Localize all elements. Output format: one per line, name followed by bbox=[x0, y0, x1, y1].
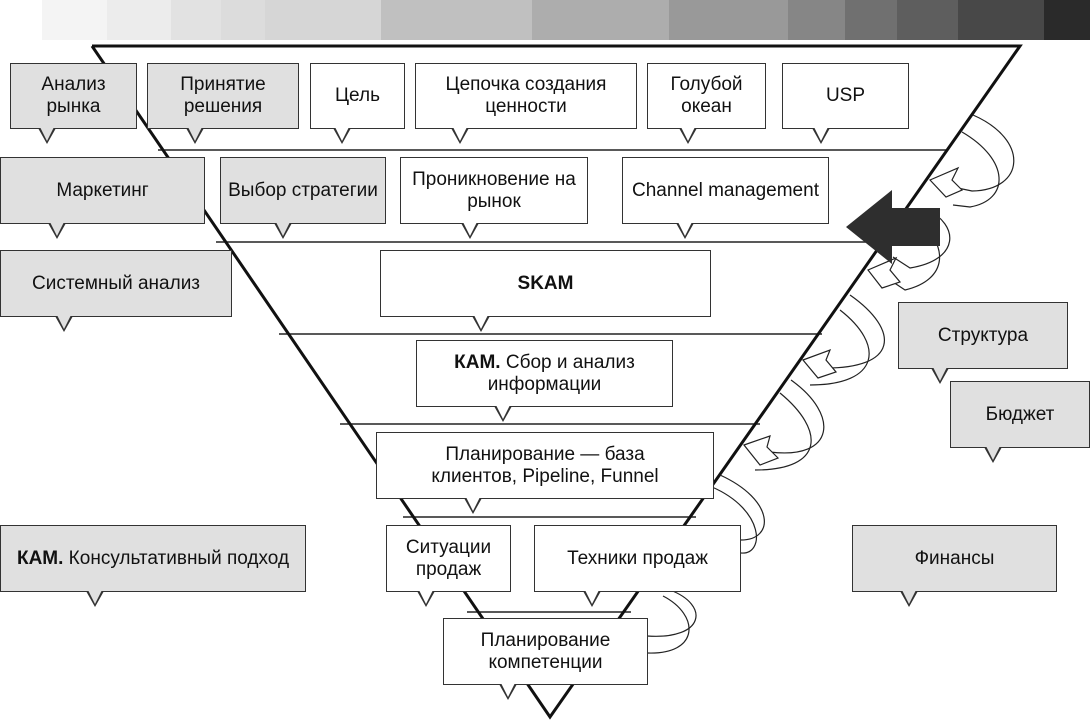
box-label: Проникновение на рынок bbox=[412, 168, 576, 212]
box-label: USP bbox=[825, 85, 866, 106]
box-tsel: Цель bbox=[310, 63, 405, 129]
box-label: Принятие решения bbox=[180, 74, 266, 117]
gray-swatch bbox=[42, 0, 107, 40]
box-label: Планирование — база клиентов, Pipeline, … bbox=[431, 443, 659, 487]
box-situatsii-prodazh: Ситуации продаж bbox=[386, 525, 511, 592]
box-label: Маркетинг bbox=[56, 179, 149, 201]
level-separators bbox=[158, 149, 948, 613]
box-label: Channel management bbox=[632, 179, 819, 201]
funnel-outline bbox=[90, 44, 1023, 720]
box-label: Бюджет bbox=[985, 403, 1055, 425]
gray-swatch bbox=[845, 0, 897, 40]
arrowhead-icon bbox=[801, 348, 838, 379]
box-tekhniki-prodazh: Техники продаж bbox=[534, 525, 741, 592]
gray-swatch bbox=[669, 0, 788, 40]
box-sistemny-analiz: Системный анализ bbox=[0, 250, 232, 317]
box-label: КАМ. Консультативный подход bbox=[17, 548, 289, 570]
box-label: SKAM bbox=[517, 272, 574, 294]
box-struktura: Структура bbox=[898, 302, 1068, 369]
loop-arrow bbox=[754, 392, 812, 471]
kam-prefix: КАМ. bbox=[16, 547, 64, 569]
loop-arrow bbox=[819, 294, 885, 369]
box-label: Ситуации продаж bbox=[405, 536, 492, 580]
box-label: Структура bbox=[937, 324, 1029, 346]
box-skam: SKAM bbox=[380, 250, 711, 317]
box-tsepochka: Цепочка создания ценности bbox=[415, 63, 637, 129]
box-label: Выбор стратегии bbox=[228, 179, 378, 201]
box-label: КАМ. Сбор и анализ информации bbox=[423, 352, 666, 396]
box-kam-sbor: КАМ. Сбор и анализ информации bbox=[416, 340, 673, 407]
gray-swatch bbox=[958, 0, 1044, 40]
box-label: Системный анализ bbox=[31, 272, 201, 294]
gray-swatch bbox=[107, 0, 171, 40]
box-vybor-strategii: Выбор стратегии bbox=[220, 157, 386, 224]
gray-swatch bbox=[265, 0, 381, 40]
box-label: Анализ рынка bbox=[41, 74, 106, 117]
box-label: Техники продаж bbox=[567, 547, 708, 569]
box-kam-konsultativny: КАМ. Консультативный подход bbox=[0, 525, 306, 592]
gray-swatch bbox=[1044, 0, 1090, 40]
kam-sbor-text: Сбор и анализ информации bbox=[487, 351, 635, 395]
loop-arrow bbox=[646, 595, 690, 654]
box-byudzhet: Бюджет bbox=[950, 381, 1090, 448]
gray-swatch bbox=[788, 0, 845, 40]
gray-swatch bbox=[221, 0, 265, 40]
loop-arrow bbox=[711, 486, 758, 554]
box-usp: USP bbox=[782, 63, 909, 129]
loop-arrow bbox=[952, 131, 1000, 208]
box-label: Цель bbox=[335, 85, 380, 106]
box-planirovanie-kompetentsii: Планирование компетенции bbox=[443, 618, 648, 685]
box-label: Цепочка создания ценности bbox=[445, 74, 607, 117]
box-marketing: Маркетинг bbox=[0, 157, 205, 224]
box-label: Голубой океан bbox=[670, 74, 743, 117]
gray-scale-strip bbox=[0, 0, 1090, 40]
loop-arrow bbox=[646, 589, 697, 637]
gray-swatch bbox=[0, 0, 42, 40]
box-analiz-rynka: Анализ рынка bbox=[10, 63, 137, 129]
gray-swatch bbox=[897, 0, 958, 40]
box-prinyatie-resheniya: Принятие решения bbox=[147, 63, 299, 129]
box-finansy: Финансы bbox=[852, 525, 1057, 592]
box-label: Планирование компетенции bbox=[480, 629, 611, 673]
loop-arrow bbox=[719, 474, 765, 541]
gray-swatch bbox=[532, 0, 669, 40]
box-planirovanie-baza: Планирование — база клиентов, Pipeline, … bbox=[376, 432, 714, 499]
arrowhead-icon bbox=[743, 435, 780, 466]
arrowhead-icon bbox=[928, 166, 964, 198]
gray-swatch bbox=[381, 0, 532, 40]
arrowhead-icon bbox=[867, 256, 902, 289]
kam-prefix: КАМ. bbox=[454, 351, 501, 373]
loop-arrow bbox=[809, 309, 870, 386]
loop-arrow bbox=[947, 114, 1015, 192]
big-left-arrow-icon bbox=[846, 190, 940, 264]
box-channel-management: Channel management bbox=[622, 157, 829, 224]
kam-konsultativny-text: Консультативный подход bbox=[63, 547, 290, 569]
box-label: Финансы bbox=[914, 547, 995, 569]
box-proniknovenie: Проникновение на рынок bbox=[400, 157, 588, 224]
box-goluboy-okean: Голубой океан bbox=[647, 63, 766, 129]
gray-swatch bbox=[171, 0, 221, 40]
loop-arrow bbox=[769, 379, 825, 454]
